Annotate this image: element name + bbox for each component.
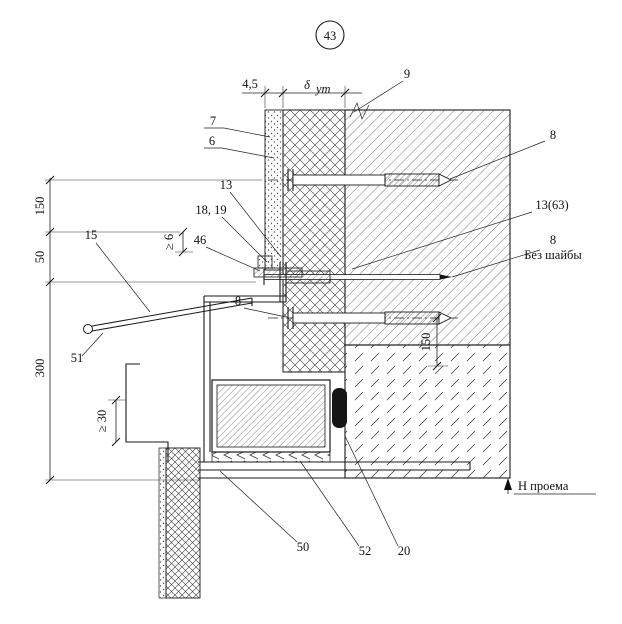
dimension-left-chain: 150 50 300 <box>33 175 262 485</box>
callout-9: 9 <box>404 67 410 81</box>
anchor-top <box>268 169 458 191</box>
dim-right-150: 150 <box>419 333 433 352</box>
dim-overlap-min: ≥ 30 <box>95 410 109 433</box>
plaster-layer <box>264 109 284 271</box>
callout-15: 15 <box>85 228 98 242</box>
joint-sealing-tape <box>257 255 273 269</box>
detail-number-bubble: 43 <box>315 20 345 50</box>
callout-6: 6 <box>209 134 215 148</box>
wall-lower-section <box>344 344 511 479</box>
break-symbol <box>349 102 370 120</box>
callout-46: 46 <box>194 233 207 247</box>
callout-51: 51 <box>71 351 84 365</box>
left-angle-profile <box>125 363 169 462</box>
sill-board <box>198 461 471 471</box>
callout-20: 20 <box>398 544 411 558</box>
dim-insulation-symbol: δ <box>304 78 310 92</box>
dim-plaster-thickness: 4,5 <box>242 77 258 91</box>
dim-insulation-symbol-sub: ут <box>314 82 331 96</box>
callout-8-mid-note: Без шайбы <box>524 248 582 262</box>
insulation-layer <box>282 109 346 373</box>
below-sill-wall <box>158 447 201 599</box>
dimension-right-150: 150 <box>419 313 448 371</box>
wall-upper-section <box>344 109 511 346</box>
sealing-gasket <box>332 388 347 428</box>
dim-left-150: 150 <box>33 197 47 216</box>
frame-jamb-profile <box>203 262 287 462</box>
callout-8-mid: 8 <box>550 233 556 247</box>
detail-number: 43 <box>324 29 337 43</box>
anchor-bottom <box>268 307 458 329</box>
dimension-top: 4,5 δ ут <box>242 77 362 108</box>
dim-left-300: 300 <box>33 359 47 378</box>
callout-8-top: 8 <box>550 128 556 142</box>
callout-18-19: 18, 19 <box>195 203 226 217</box>
callout-7: 7 <box>210 114 216 128</box>
foam-joint <box>211 451 331 463</box>
callout-13-63: 13(63) <box>535 198 568 212</box>
opening-height-label: H проема <box>518 479 569 493</box>
dim-gap-min: ≥ 6 <box>162 234 176 250</box>
dimension-gap-min: ≥ 6 <box>162 227 193 257</box>
callout-50: 50 <box>297 540 310 554</box>
flashing-profile <box>83 297 253 334</box>
dim-left-50: 50 <box>33 251 47 264</box>
callout-leaders <box>81 80 546 547</box>
callout-52: 52 <box>359 544 372 558</box>
callout-13: 13 <box>220 178 233 192</box>
opening-height-mark: H проема <box>504 478 596 495</box>
fixing-bracket <box>253 267 303 278</box>
frame-box-profile <box>211 379 331 453</box>
dimension-overlap-min: ≥ 30 <box>95 395 126 447</box>
callout-8-low: 8 <box>235 294 241 308</box>
